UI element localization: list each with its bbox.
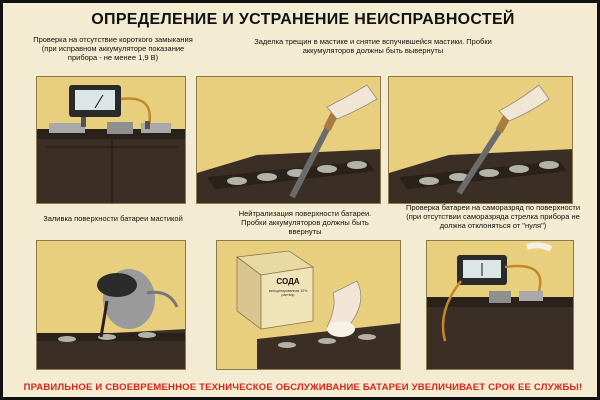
panel-short-circuit-check [36,76,186,204]
panel-self-discharge [426,240,574,370]
soda-box-label: СОДА [276,277,300,286]
caption-mastic-fill: Заливка поверхности батареи мастикой [43,214,183,223]
poster-footer: ПРАВИЛЬНОЕ И СВОЕВРЕМЕННОЕ ТЕХНИЧЕСКОЕ О… [23,382,583,393]
panel-mastic-cracks-2 [388,76,573,204]
soda-box-sublabel: кальцинированная 10% раствор [268,289,308,297]
caption-neutralization: Нейтрализация поверхности батареи. Пробк… [238,209,372,236]
illustration-mastic-removal [389,77,572,203]
panel-mastic-cracks-1 [196,76,381,204]
illustration-soda-neutralization [217,241,400,369]
poster-title: ОПРЕДЕЛЕНИЕ И УСТРАНЕНИЕ НЕИСПРАВНОСТЕЙ [91,11,515,28]
illustration-voltmeter-battery [37,77,185,203]
illustration-self-discharge-meter [427,241,573,369]
caption-self-discharge: Проверка батареи на саморазряд по поверх… [405,203,581,230]
panel-mastic-fill [36,240,186,370]
panel-neutralization: СОДА кальцинированная 10% раствор [216,240,401,370]
illustration-mastic-crack-repair [197,77,380,203]
caption-mastic-cracks: Заделка трещин в мастике и снятие вспучи… [254,37,492,55]
illustration-pouring-mastic [37,241,185,369]
caption-short-circuit-check: Проверка на отсутствие короткого замыкан… [33,35,193,62]
